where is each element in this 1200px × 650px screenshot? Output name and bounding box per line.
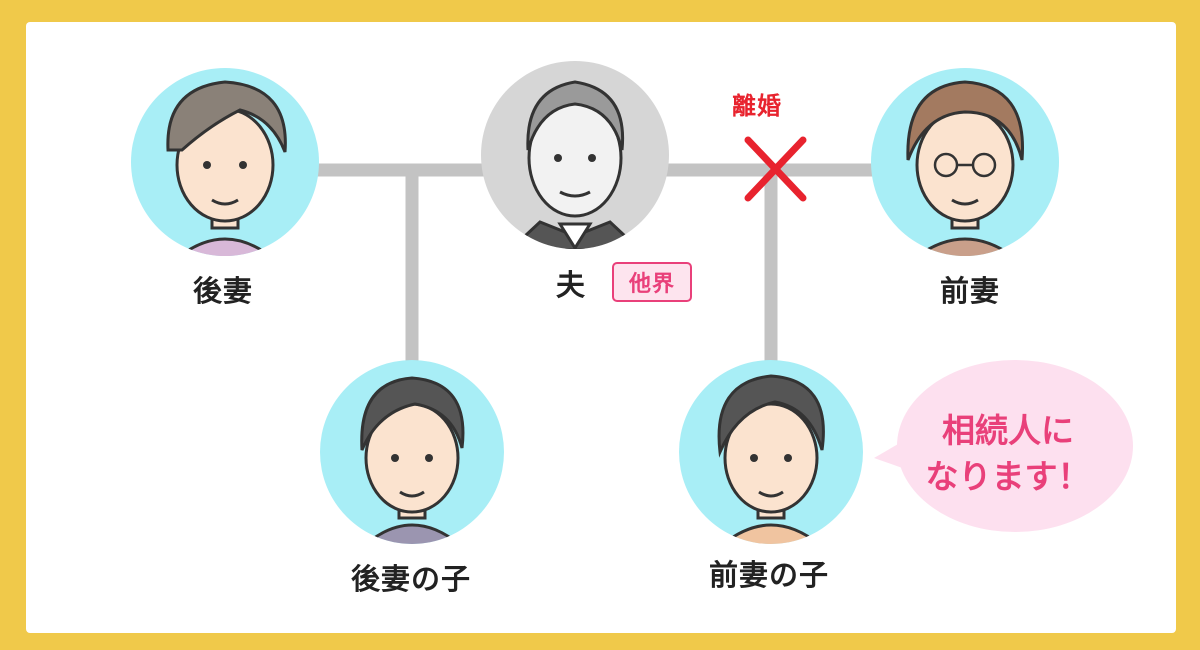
callout-line-2: なります！ — [925, 457, 1091, 496]
speech-bubble — [874, 360, 1133, 532]
divorce-cross-icon — [744, 136, 807, 202]
status-badge-deceased: 他界 — [612, 262, 692, 302]
avatar-former-wife-child — [679, 360, 863, 544]
label-second-wife-child: 後妻の子 — [351, 562, 472, 596]
callout-line-1: 相続人に — [942, 411, 1074, 450]
label-second-wife: 後妻 — [193, 274, 254, 308]
avatar-husband — [481, 61, 669, 249]
avatar-second-wife — [131, 68, 319, 256]
label-former-wife: 前妻 — [940, 274, 1001, 308]
label-former-wife-child: 前妻の子 — [709, 558, 830, 592]
label-husband: 夫 — [556, 268, 587, 302]
avatar-former-wife — [871, 68, 1059, 256]
divorce-label: 離婚 — [732, 92, 782, 120]
callout-text: 相続人に なります！ — [908, 408, 1108, 500]
avatar-second-wife-child — [320, 360, 504, 544]
